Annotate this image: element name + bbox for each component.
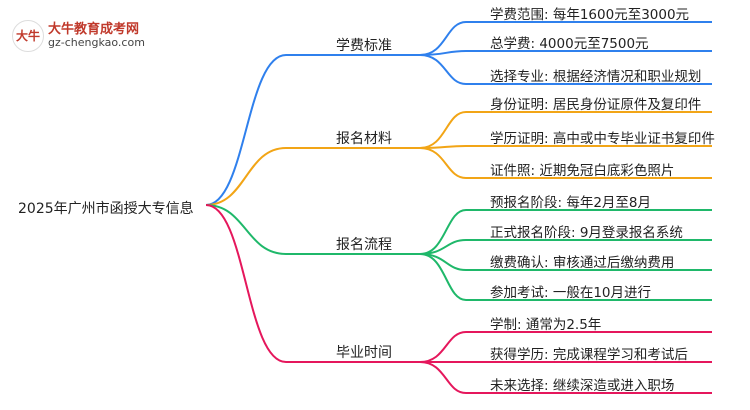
branch-leaf-connector (419, 253, 712, 301)
leaf-label: 未来选择: 继续深造或进入职场 (490, 378, 675, 394)
root-branch-connector (205, 54, 420, 206)
logo-title: 大牛教育成考网 (48, 22, 140, 37)
branch-label: 学费标准 (336, 38, 392, 54)
branch-label: 报名流程 (336, 237, 392, 253)
logo-icon: 大牛 (12, 20, 44, 52)
branch-leaf-connector (419, 111, 712, 149)
branch-label: 毕业时间 (336, 345, 392, 361)
leaf-label: 参加考试: 一般在10月进行 (490, 285, 652, 301)
leaf-label: 学制: 通常为2.5年 (490, 317, 602, 333)
leaf-label: 预报名阶段: 每年2月至8月 (490, 195, 652, 211)
site-logo: 大牛 大牛教育成考网 gz-chengkao.com (12, 18, 162, 54)
leaf-label: 学费范围: 每年1600元至3000元 (490, 7, 690, 23)
leaf-label: 选择专业: 根据经济情况和职业规划 (490, 69, 702, 85)
branch-leaf-connector (419, 209, 712, 255)
leaf-label: 证件照: 近期免冠白底彩色照片 (490, 163, 675, 179)
branch-leaf-connector (419, 54, 712, 85)
leaf-label: 总学费: 4000元至7500元 (490, 36, 649, 52)
leaf-label: 正式报名阶段: 9月登录报名系统 (490, 225, 683, 241)
leaf-label: 获得学历: 完成课程学习和考试后 (490, 347, 688, 363)
leaf-label: 学历证明: 高中或中专毕业证书复印件 (490, 131, 715, 147)
root-branch-connector (205, 204, 420, 363)
mindmap-root: 2025年广州市函授大专信息 (18, 201, 194, 217)
leaf-label: 身份证明: 居民身份证原件及复印件 (490, 97, 702, 113)
branch-label: 报名材料 (336, 131, 392, 147)
leaf-label: 缴费确认: 审核通过后缴纳费用 (490, 255, 675, 271)
root-branch-connector (205, 147, 420, 206)
logo-url: gz-chengkao.com (48, 36, 145, 49)
branch-leaf-connector (419, 331, 712, 363)
branch-leaf-connector (419, 147, 712, 179)
root-branch-connector (205, 204, 420, 255)
branch-leaf-connector (419, 361, 712, 394)
